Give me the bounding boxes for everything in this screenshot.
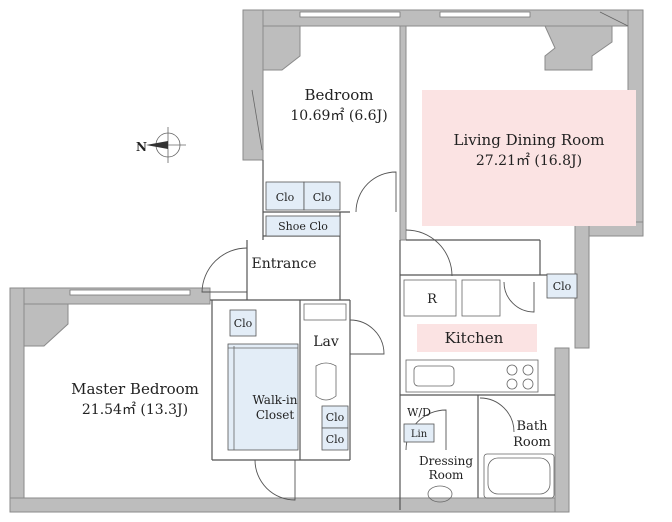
- master-area: 21.54㎡ (13.3J): [82, 402, 188, 418]
- living-area: 27.21㎡ (16.8J): [476, 153, 582, 169]
- walls: [9, 9, 644, 513]
- clo-label-hall-1: Clo: [326, 411, 345, 424]
- compass-north-label: N: [136, 140, 147, 154]
- entrance-label: Entrance: [251, 256, 316, 272]
- small-labels: Clo Clo Shoe Clo Clo Clo Clo Clo R W/D L…: [234, 191, 572, 446]
- kitchen-highlight: [417, 324, 537, 352]
- washer-label: W/D: [407, 406, 431, 419]
- clo-label-master: Clo: [234, 317, 253, 330]
- clo-label-bed-2: Clo: [313, 191, 332, 204]
- clo-label-hall-2: Clo: [326, 433, 345, 446]
- walkin-line1: Walk-in: [253, 393, 298, 407]
- living-highlight: [422, 90, 636, 226]
- clo-label-living: Clo: [553, 280, 572, 293]
- bedroom-name: Bedroom: [305, 86, 374, 104]
- bath-line1: Bath: [517, 419, 549, 434]
- compass: N: [136, 127, 186, 163]
- room-labels: Bedroom 10.69㎡ (6.6J) Living Dining Room…: [71, 86, 604, 482]
- walkin-line2: Closet: [256, 408, 295, 422]
- linen-label: Lin: [411, 429, 428, 440]
- lav-label: Lav: [313, 334, 339, 350]
- fridge-label: R: [427, 292, 438, 307]
- bath-line2: Room: [513, 435, 551, 450]
- shoe-clo-label: Shoe Clo: [278, 220, 328, 233]
- kitchen-label: Kitchen: [445, 329, 504, 347]
- fixtures: [303, 279, 555, 503]
- living-name: Living Dining Room: [454, 131, 605, 149]
- windows: [69, 11, 531, 296]
- clo-label-bed-1: Clo: [276, 191, 295, 204]
- closets: [227, 181, 578, 451]
- bedroom-area: 10.69㎡ (6.6J): [290, 108, 387, 124]
- master-name: Master Bedroom: [71, 380, 199, 398]
- dressing-line1: Dressing: [419, 454, 473, 468]
- dressing-line2: Room: [429, 468, 464, 482]
